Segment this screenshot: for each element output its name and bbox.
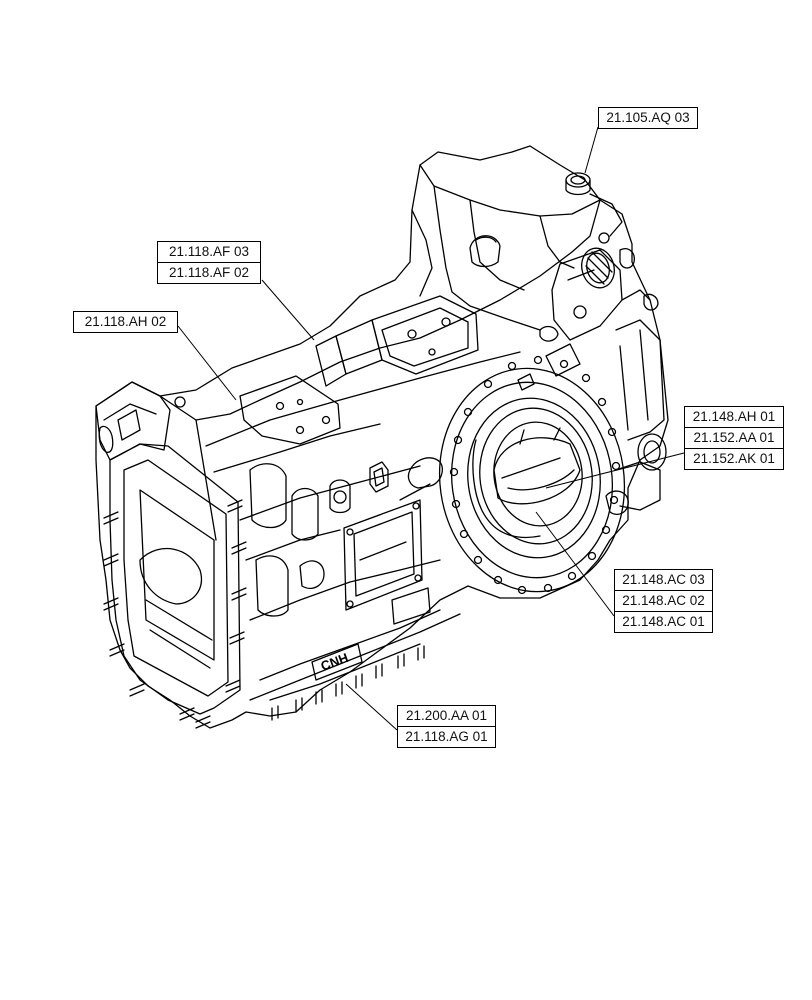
callout-label[interactable]: 21.152.AK 01 bbox=[685, 448, 783, 469]
leader-line-c4 bbox=[545, 452, 685, 489]
callout-c6: 21.200.AA 01 21.118.AG 01 bbox=[397, 705, 496, 748]
callout-label[interactable]: 21.118.AH 02 bbox=[84, 314, 167, 329]
cnh-logo: CNH bbox=[319, 650, 351, 674]
callout-label[interactable]: 21.152.AA 01 bbox=[685, 427, 783, 448]
rear-flange-outer bbox=[438, 367, 626, 593]
logo-plate bbox=[311, 643, 363, 681]
leader-line-c5 bbox=[535, 511, 615, 617]
callout-label[interactable]: 21.118.AF 02 bbox=[158, 262, 260, 283]
callout-c3: 21.118.AH 02 bbox=[73, 311, 178, 333]
leader-line-c3 bbox=[177, 325, 237, 401]
callout-label[interactable]: 21.200.AA 01 bbox=[405, 708, 488, 723]
callout-label[interactable]: 21.118.AF 03 bbox=[168, 244, 250, 259]
leader-line-c6 bbox=[345, 683, 398, 731]
callout-c2: 21.118.AF 03 21.118.AF 02 bbox=[157, 241, 261, 284]
callout-label[interactable]: 21.148.AC 01 bbox=[615, 611, 712, 632]
flange-studs bbox=[103, 499, 247, 729]
callout-label[interactable]: 21.118.AG 01 bbox=[398, 726, 495, 747]
side-window bbox=[343, 499, 423, 611]
rear-flange-holes bbox=[449, 355, 621, 595]
callout-label[interactable]: 21.148.AC 03 bbox=[622, 572, 705, 587]
housing-top-ridge bbox=[159, 199, 601, 421]
screen-filter bbox=[581, 247, 615, 289]
callout-c1: 21.105.AQ 03 bbox=[598, 107, 698, 129]
leader-line-c2 bbox=[261, 279, 315, 341]
callout-c5: 21.148.AC 03 21.148.AC 02 21.148.AC 01 bbox=[614, 569, 713, 633]
front-flange bbox=[109, 443, 241, 715]
leader-line-c1 bbox=[584, 126, 599, 174]
callout-label[interactable]: 21.105.AQ 03 bbox=[606, 110, 690, 125]
bottom-bolts bbox=[271, 645, 425, 721]
callout-c4: 21.148.AH 01 21.152.AA 01 21.152.AK 01 bbox=[684, 406, 784, 470]
callout-label[interactable]: 21.148.AH 01 bbox=[692, 409, 776, 424]
side-pad bbox=[239, 375, 341, 445]
callout-label[interactable]: 21.148.AC 02 bbox=[615, 590, 712, 611]
